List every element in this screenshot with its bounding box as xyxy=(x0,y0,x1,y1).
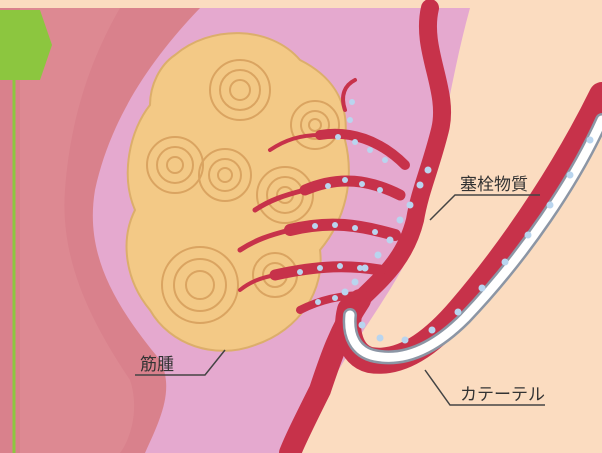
embolic-material-label: 塞栓物質 xyxy=(460,170,528,195)
fibroid-label: 筋腫 xyxy=(140,350,174,375)
catheter-label: カテーテル xyxy=(460,380,545,405)
